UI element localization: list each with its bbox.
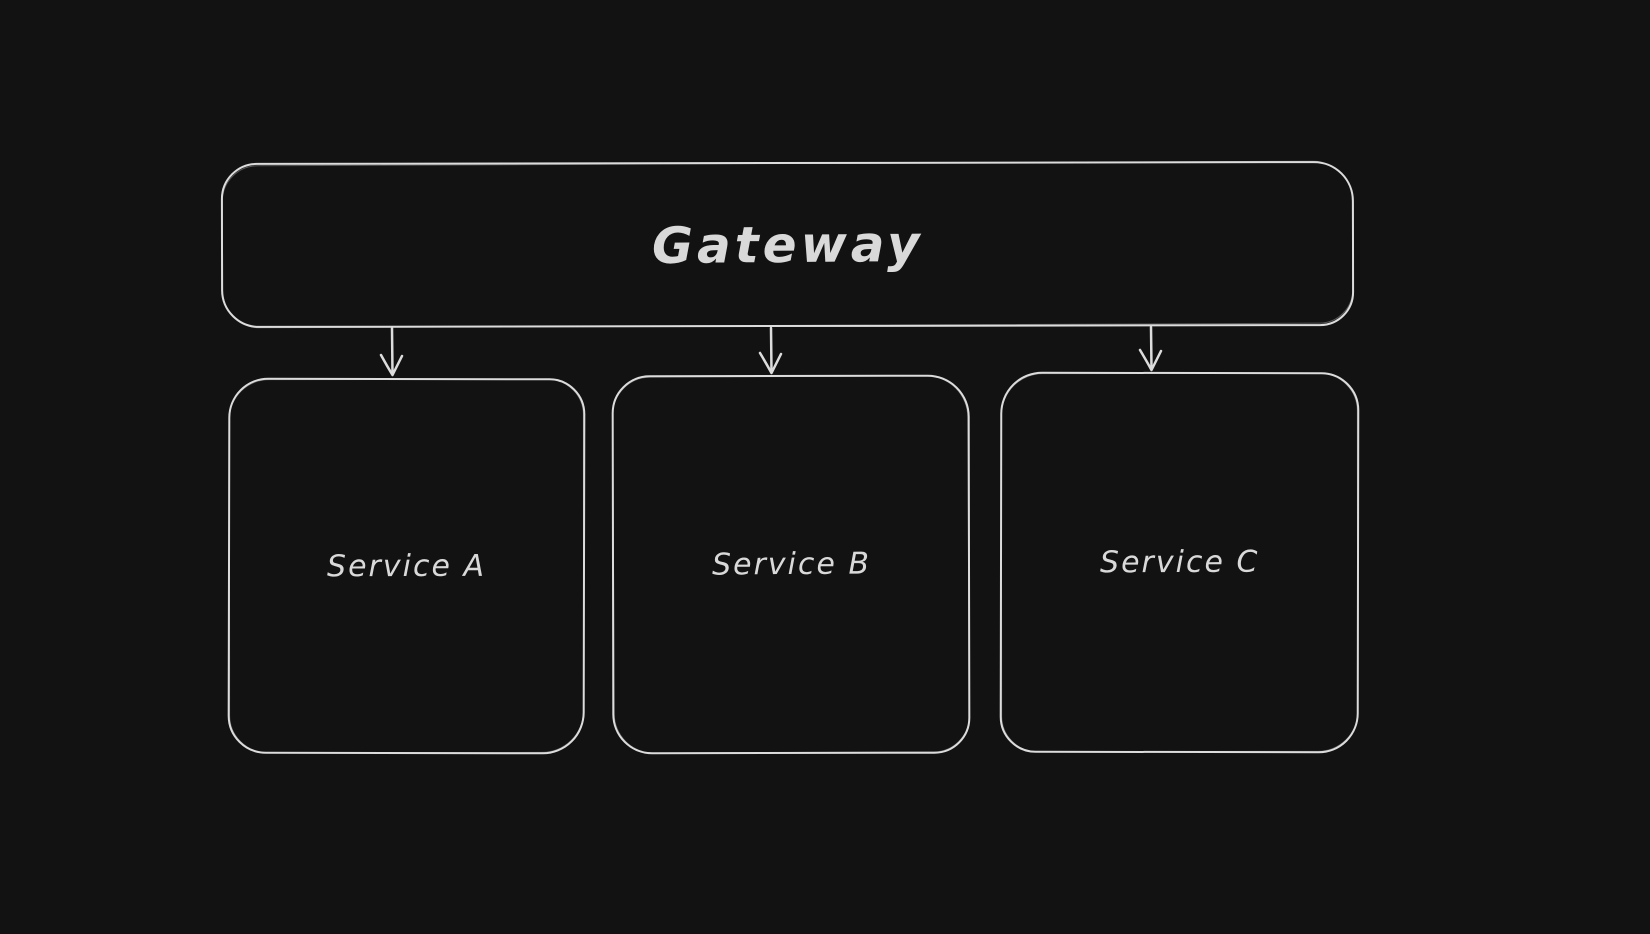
node-service-a: Service A xyxy=(227,377,586,755)
arrow-gateway-to-service-b xyxy=(758,326,783,375)
node-service-c: Service C xyxy=(999,371,1360,754)
node-gateway: Gateway xyxy=(220,161,1355,328)
node-service-b: Service B xyxy=(611,374,971,755)
node-service-c-label: Service C xyxy=(1099,544,1260,581)
node-gateway-label: Gateway xyxy=(651,214,924,275)
arrow-gateway-to-service-a xyxy=(379,326,404,377)
node-service-a-label: Service A xyxy=(326,548,487,584)
arrow-gateway-to-service-c xyxy=(1138,325,1163,372)
node-service-b-label: Service B xyxy=(711,546,871,583)
